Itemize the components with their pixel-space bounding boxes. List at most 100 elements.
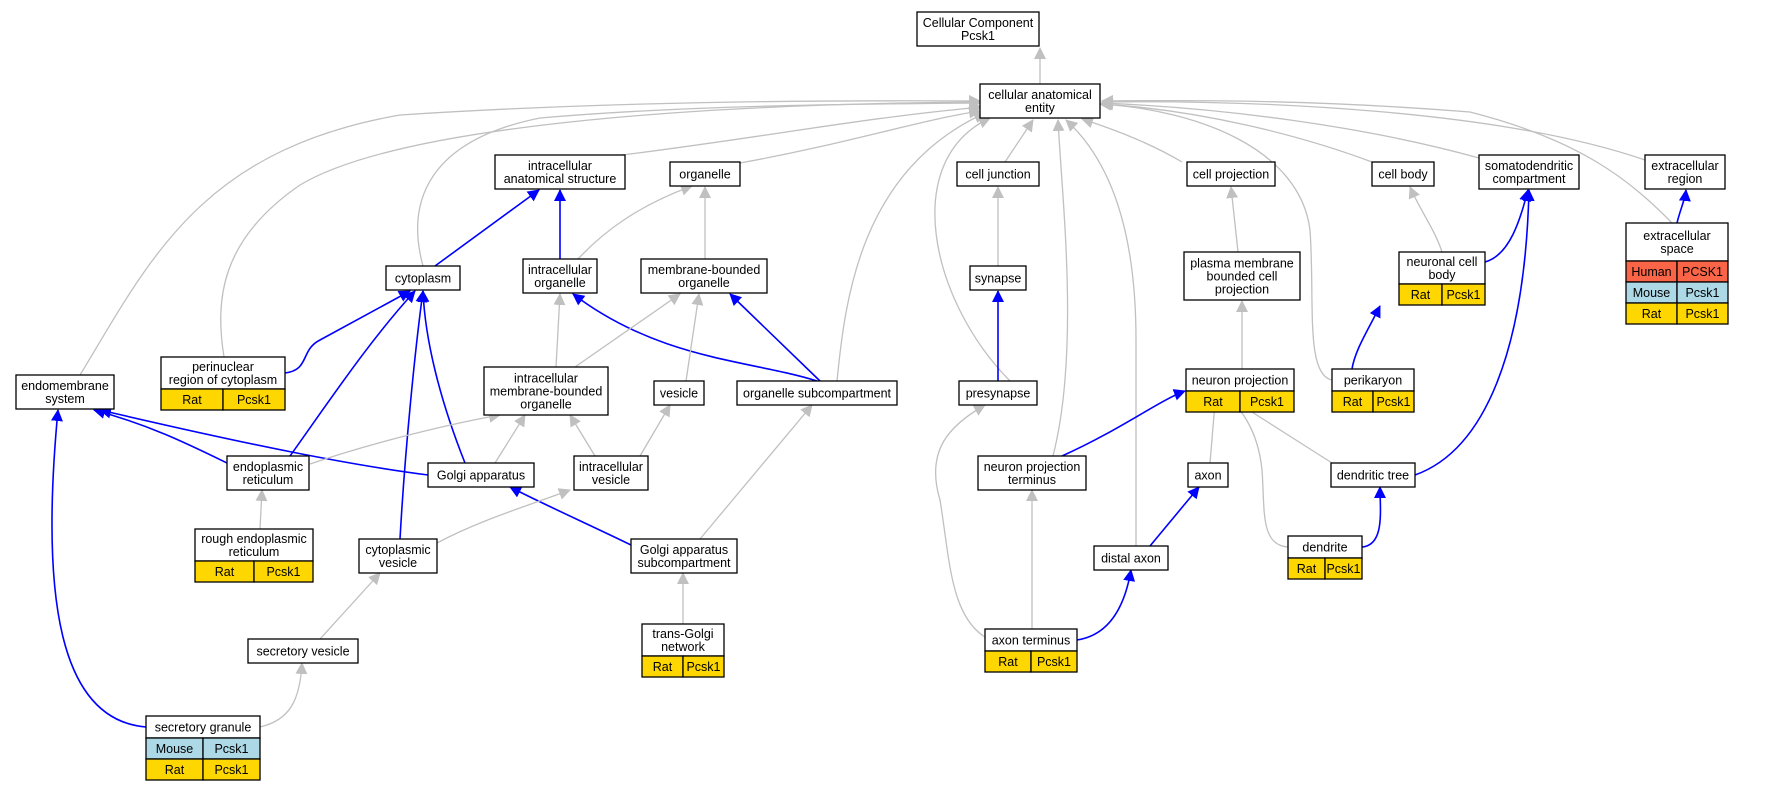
- node-vesicle[interactable]: vesicle: [653, 380, 705, 406]
- node-synapse[interactable]: synapse: [969, 265, 1027, 291]
- node-axon[interactable]: axon: [1187, 462, 1229, 488]
- node-dendtree[interactable]: dendritic tree: [1330, 462, 1416, 488]
- node-organelle[interactable]: organelle: [669, 161, 741, 187]
- node-box: [247, 638, 359, 664]
- node-label: endomembrane: [21, 379, 109, 393]
- node-cytoplasm[interactable]: cytoplasm: [385, 265, 461, 291]
- gene-cell: [1441, 283, 1486, 306]
- edge-perikaryon-to-neuronalcellbody: [1351, 305, 1381, 370]
- species-label: Rat: [182, 393, 202, 407]
- node-label: membrane-bounded: [648, 263, 761, 277]
- node-label: membrane-bounded: [490, 385, 603, 399]
- node-orgsub[interactable]: organelle subcompartment: [736, 380, 898, 406]
- node-label: rough endoplasmic: [201, 532, 307, 546]
- node-label: perikaryon: [1344, 374, 1402, 388]
- node-box: [653, 380, 705, 406]
- edge-imbo-to-membbound: [574, 293, 681, 368]
- node-box: [522, 258, 598, 294]
- node-label: cell junction: [965, 168, 1030, 182]
- node-label: neuron projection: [984, 460, 1081, 474]
- node-label: secretory granule: [155, 721, 252, 735]
- node-label: cellular anatomical: [988, 88, 1092, 102]
- node-cellbody[interactable]: cell body: [1371, 161, 1435, 187]
- node-label: neuron projection: [1192, 374, 1289, 388]
- node-label: system: [45, 392, 85, 406]
- node-box: [1186, 161, 1276, 187]
- edge-presynapse-to-cae: [934, 117, 1011, 382]
- species-label: Rat: [653, 660, 673, 674]
- species-label: Rat: [215, 565, 235, 579]
- gene-label: Pcsk1: [686, 660, 720, 674]
- gene-label: Pcsk1: [1326, 562, 1360, 576]
- node-box: [483, 366, 609, 416]
- node-box: [427, 462, 535, 488]
- edge-neuronalcellbody-to-somato: [1484, 189, 1531, 263]
- edge-cytovesicle-to-cytoplasm: [399, 290, 428, 540]
- edge-perinuclear-to-cae: [220, 96, 981, 358]
- node-label: cytoplasmic: [365, 543, 430, 557]
- edge-cellprojection-to-cae: [1081, 116, 1183, 163]
- node-presynapse[interactable]: presynapse: [958, 380, 1038, 406]
- node-golgi[interactable]: Golgi apparatus: [427, 462, 535, 488]
- node-label: Golgi apparatus: [640, 543, 728, 557]
- gene-label: Pcsk1: [1685, 286, 1719, 300]
- species-label: Human: [1631, 265, 1671, 279]
- edge-secvesicle-to-cytovesicle: [319, 572, 381, 640]
- node-box: [979, 83, 1101, 119]
- edge-extraspace-to-extraregion: [1676, 189, 1691, 224]
- node-label: entity: [1025, 101, 1056, 115]
- node-box: [1625, 222, 1729, 262]
- node-label: dendritic tree: [1337, 469, 1409, 483]
- node-label: intracellular: [579, 460, 643, 474]
- edges-layer: [50, 47, 1691, 728]
- node-box: [194, 528, 314, 562]
- edge-cellbody-to-cae: [1101, 98, 1373, 163]
- node-box: [385, 265, 461, 291]
- node-box: [1187, 462, 1229, 488]
- node-label: organelle: [534, 276, 585, 290]
- node-label: organelle subcompartment: [743, 387, 892, 401]
- node-secvesicle[interactable]: secretory vesicle: [247, 638, 359, 664]
- edge-er-to-endomembrane: [93, 407, 228, 464]
- node-label: extracellular: [1651, 159, 1718, 173]
- edge-extraregion-to-cae: [1101, 95, 1646, 161]
- edge-golgisub-to-golgi: [509, 486, 632, 546]
- node-label: axon terminus: [992, 634, 1071, 648]
- node-celljunction[interactable]: cell junction: [956, 161, 1040, 187]
- gene-label: Pcsk1: [214, 763, 248, 777]
- species-label: Rat: [165, 763, 185, 777]
- node-label: organelle: [679, 168, 730, 182]
- node-distalaxon[interactable]: distal axon: [1093, 545, 1169, 571]
- node-box: [358, 538, 438, 574]
- gene-cell: [1239, 390, 1295, 413]
- node-label: intracellular: [528, 263, 592, 277]
- node-cellprojection[interactable]: cell projection: [1186, 161, 1276, 187]
